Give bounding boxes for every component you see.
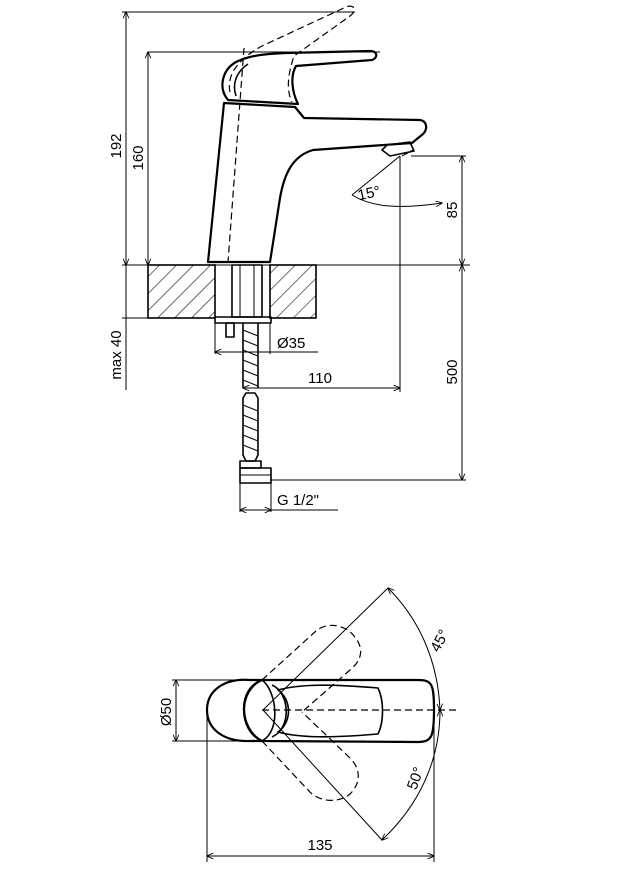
top-base [205, 678, 264, 743]
dim-total-length: 135 [307, 837, 332, 854]
dim-total-height: 192 [108, 133, 125, 158]
dim-lever-angle-bottom: 50° [404, 765, 428, 792]
top-view: Ø50 45° 50° 135 [158, 588, 460, 862]
lever-handle [221, 49, 378, 106]
dim-mount-thickness: max 40 [108, 330, 125, 379]
braided-hose [239, 323, 272, 484]
dim-thread: G 1/2" [277, 492, 319, 509]
faucet-body [206, 101, 428, 264]
dim-spout-height: 160 [130, 145, 147, 170]
lever-raised-dashed [228, 5, 355, 103]
dim-hose-length: 500 [444, 359, 461, 384]
dim-spout-reach: 110 [308, 370, 332, 387]
dim-spout-clearance: 85 [444, 202, 461, 219]
side-view: 192 160 85 15° max 40 Ø35 110 500 G 1/2" [108, 5, 470, 512]
countertop-right [269, 264, 317, 319]
top-lever [242, 678, 436, 744]
dim-lever-angle-top: 45° [427, 627, 453, 655]
aerator [381, 141, 415, 157]
countertop-left [147, 264, 216, 319]
dim-base-diameter: Ø50 [158, 698, 175, 726]
dim-hole-diameter: Ø35 [277, 335, 305, 352]
vertical-center-axis [227, 47, 245, 263]
lever-rotated-down-dashed [261, 711, 359, 801]
dim-spout-angle: 15° [356, 183, 382, 204]
lever-rotated-up-dashed [261, 624, 362, 713]
